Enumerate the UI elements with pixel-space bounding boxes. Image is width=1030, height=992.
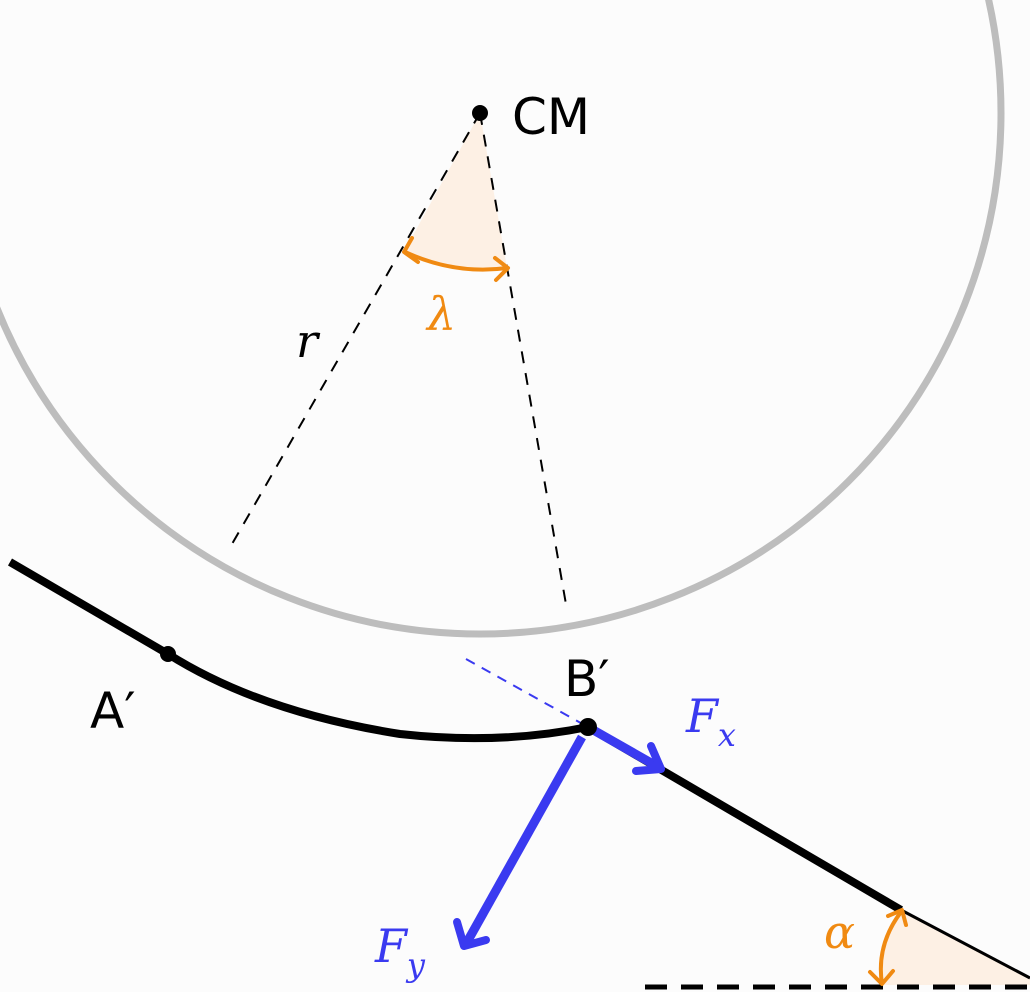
force-fx-arrowhead [632,742,665,775]
fy-label-sub: y [405,946,426,984]
rope-contact-arc [165,650,589,743]
radius-line-right [479,112,568,611]
force-fy-arrowhead [453,918,490,950]
tangent-dashed-line [465,658,589,728]
cm-point [472,105,488,121]
fy-label-main: F [374,919,409,973]
cm-label: CM [512,88,590,146]
alpha-sector [880,910,1030,985]
alpha-arc [878,910,903,985]
fy-label: Fy [374,919,426,984]
lambda-arrowhead-right [493,256,510,282]
lambda-arc [404,250,508,272]
lambda-label: λ [425,287,456,341]
fx-label: Fx [685,689,736,754]
rope-thin-extension [900,908,1030,980]
b-prime-label: B′ [564,650,610,708]
radius-label: r [296,314,321,368]
force-fy-arrow [462,734,586,947]
body-circle [0,0,1005,638]
b-prime-point [579,718,597,736]
alpha-arrowhead-top [886,908,908,927]
alpha-label: α [824,905,855,959]
radius-line-left [227,112,481,552]
lambda-sector [405,113,507,270]
fx-label-main: F [685,689,720,743]
force-fx-arrow [585,723,663,772]
rope-left-segment [7,558,171,658]
a-prime-label: A′ [90,682,136,740]
fx-label-sub: x [718,716,736,754]
alpha-arrowhead-bottom [868,969,895,986]
a-prime-point [160,646,176,662]
lambda-arrowhead-left [402,236,420,264]
